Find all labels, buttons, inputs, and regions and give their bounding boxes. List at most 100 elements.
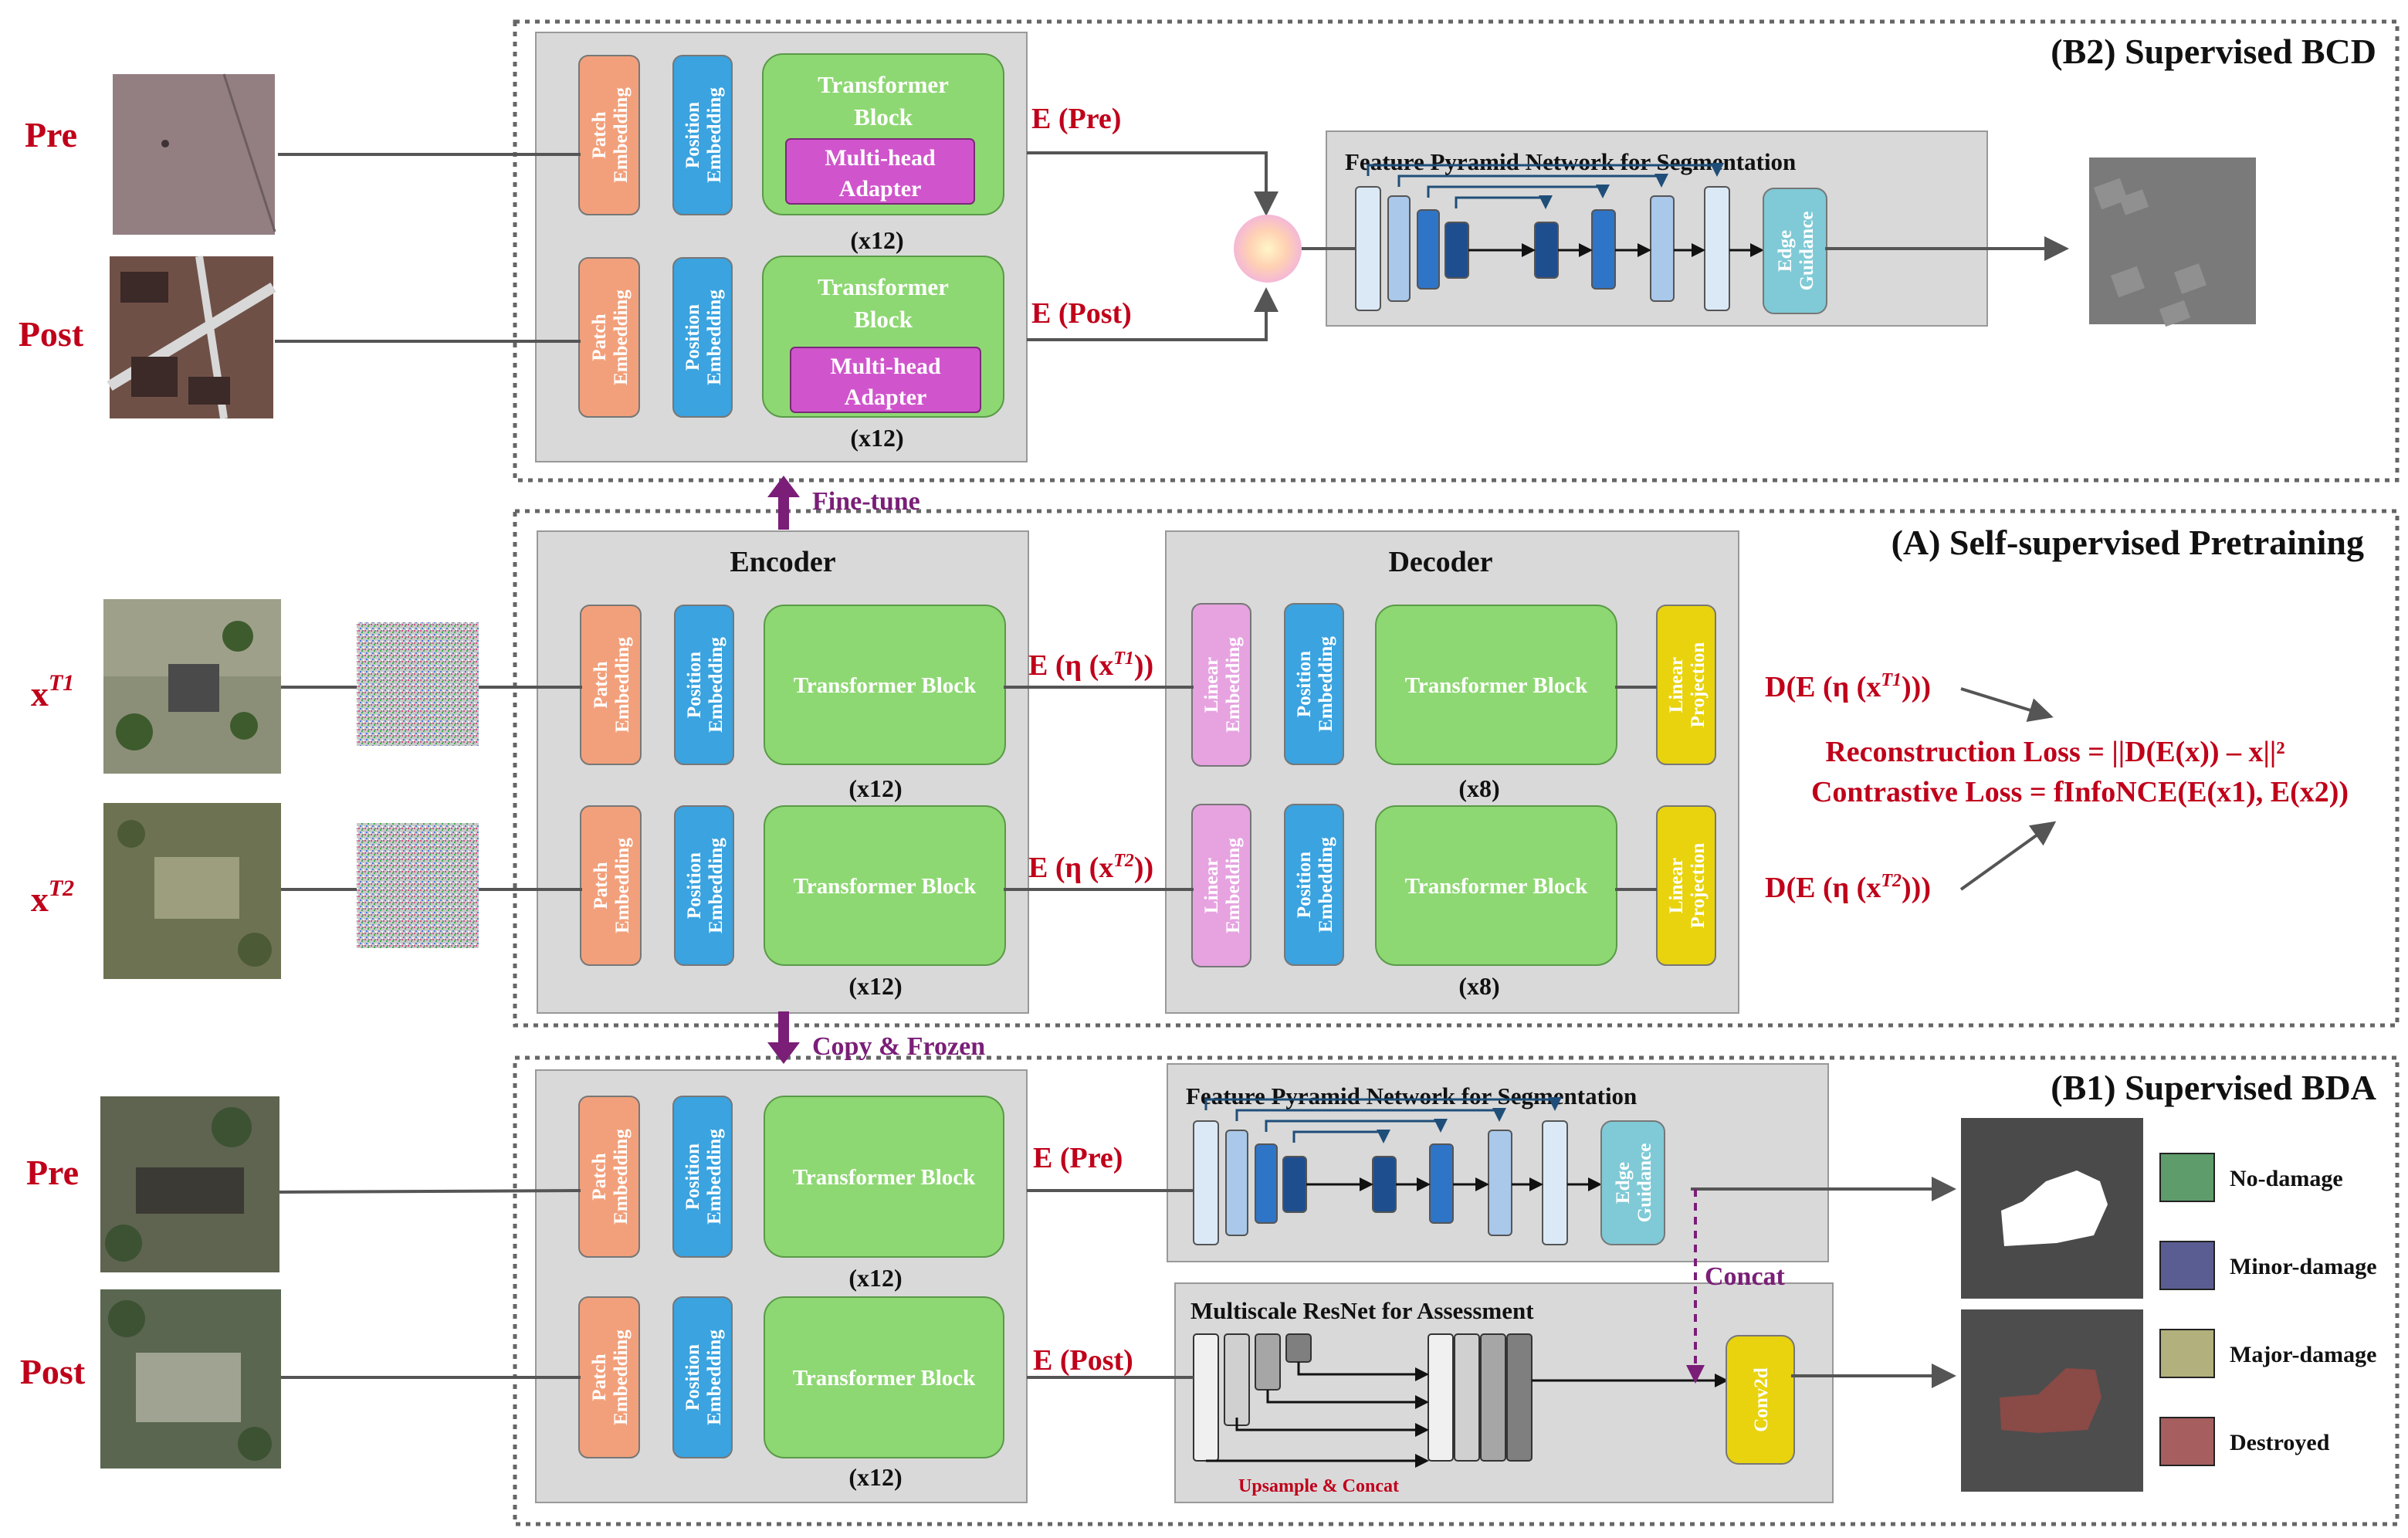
svg-text:Position: Position	[684, 652, 705, 718]
b1-e-pre: E (Pre)	[1033, 1142, 1123, 1174]
a-xt1-label: xT1	[31, 670, 74, 713]
a-xt2-label: xT2	[31, 876, 74, 919]
b1-fpn-header: Feature Pyramid Network for Segmentation	[1186, 1082, 1637, 1109]
svg-text:Embedding: Embedding	[704, 290, 725, 385]
section-b2-title: (B2) Supervised BCD	[2051, 32, 2376, 71]
svg-text:Embedding: Embedding	[611, 1330, 632, 1425]
decoder-header: Decoder	[1388, 546, 1492, 578]
conv2d-block: Conv2d	[1726, 1335, 1795, 1465]
svg-text:Embedding: Embedding	[612, 637, 633, 733]
b2-post-label: Post	[19, 314, 84, 354]
svg-text:Guidance: Guidance	[1634, 1143, 1655, 1223]
svg-text:Position: Position	[682, 1344, 703, 1411]
svg-text:Embedding: Embedding	[612, 838, 633, 933]
a-bottom-transformer-block: Transformer Block	[764, 805, 1006, 966]
damage-legend: No-damageMinor-damageMajor-damageDestroy…	[2159, 1153, 2377, 1466]
svg-text:Position: Position	[682, 102, 703, 168]
a-bottom-dec-x8: (x8)	[1458, 972, 1499, 1000]
b1-damage-output	[1961, 1309, 2143, 1492]
svg-text:Transformer Block: Transformer Block	[794, 673, 977, 698]
svg-text:Multi-head: Multi-head	[830, 354, 941, 379]
b2-top-x12: (x12)	[850, 226, 903, 254]
svg-text:Transformer Block: Transformer Block	[1405, 673, 1588, 698]
copy-frozen-label: Copy & Frozen	[812, 1032, 985, 1061]
legend-item-destroyed: Destroyed	[2159, 1417, 2330, 1466]
connection-lines	[275, 151, 2069, 1388]
b1-pre-image	[100, 1096, 279, 1272]
svg-text:Projection: Projection	[1688, 843, 1709, 929]
svg-text:Transformer Block: Transformer Block	[794, 874, 977, 899]
b1-post-label: Post	[20, 1352, 86, 1391]
section-a-frame	[513, 509, 2400, 1028]
b1-localization-output	[1961, 1118, 2143, 1299]
b1-bottom-transformer-block: Transformer Block	[764, 1296, 1004, 1458]
legend-item-no-damage: No-damage	[2159, 1153, 2343, 1202]
encoder-header: Encoder	[730, 546, 835, 578]
svg-text:Patch: Patch	[589, 111, 610, 158]
b2-e-pre: E (Pre)	[1031, 103, 1121, 135]
svg-text:Block: Block	[854, 103, 913, 130]
a-top-enc-x12: (x12)	[848, 774, 902, 802]
section-b2-frame	[513, 19, 2400, 483]
contrastive-loss: Contrastive Loss = fInfoNCE(E(x1), E(x2)…	[1811, 776, 2349, 808]
svg-text:Position: Position	[682, 304, 703, 371]
b1-pre-label: Pre	[26, 1153, 79, 1192]
section-a-title: (A) Self-supervised Pretraining	[1892, 523, 2364, 562]
resnet-layers	[1193, 1333, 1729, 1468]
svg-text:Transformer: Transformer	[818, 273, 949, 300]
copy-frozen-arrow	[767, 1011, 800, 1064]
svg-text:Embedding: Embedding	[611, 290, 632, 385]
svg-text:Transformer Block: Transformer Block	[793, 1366, 976, 1391]
svg-text:Patch: Patch	[589, 1153, 610, 1200]
reconstruction-loss: Reconstruction Loss = ||D(E(x)) – x||²	[1825, 736, 2284, 768]
a-e-eta-t1: E (η (xT1))	[1028, 649, 1153, 682]
concat-label: Concat	[1705, 1262, 1786, 1291]
svg-text:Transformer: Transformer	[818, 71, 949, 98]
svg-text:Transformer Block: Transformer Block	[793, 1165, 976, 1190]
b1-resnet-header: Multiscale ResNet for Assessment	[1190, 1297, 1534, 1324]
svg-text:Position: Position	[684, 852, 705, 919]
b2-fpn-layers	[1355, 163, 1764, 311]
a-top-dec-transformer-block: Transformer Block	[1375, 605, 1617, 765]
svg-text:Linear: Linear	[1666, 657, 1687, 713]
b2-fpn-header: Feature Pyramid Network for Segmentation	[1345, 148, 1796, 175]
svg-text:Linear: Linear	[1201, 657, 1222, 713]
svg-text:Projection: Projection	[1688, 642, 1709, 728]
svg-text:Embedding: Embedding	[1223, 637, 1244, 733]
a-bottom-enc-x12: (x12)	[848, 972, 902, 1000]
svg-text:Embedding: Embedding	[1223, 838, 1244, 933]
upsample-concat-label: Upsample & Concat	[1238, 1476, 1399, 1496]
feature-fusion-node	[1234, 215, 1302, 283]
a-d-t1: D(E (η (xT1)))	[1765, 670, 1931, 703]
a-xt1-image	[103, 599, 281, 774]
svg-text:Embedding: Embedding	[611, 87, 632, 183]
b2-e-post: E (Post)	[1031, 297, 1132, 330]
b1-e-post: E (Post)	[1033, 1344, 1133, 1377]
svg-text:Guidance: Guidance	[1797, 212, 1817, 291]
a-e-eta-t2: E (η (xT2))	[1028, 851, 1153, 884]
svg-text:Linear: Linear	[1201, 858, 1222, 913]
a-bottom-dec-transformer-block: Transformer Block	[1375, 805, 1617, 966]
svg-text:Position: Position	[682, 1143, 703, 1210]
a-xt1-noisy-image	[357, 622, 479, 746]
svg-text:Embedding: Embedding	[704, 87, 725, 183]
